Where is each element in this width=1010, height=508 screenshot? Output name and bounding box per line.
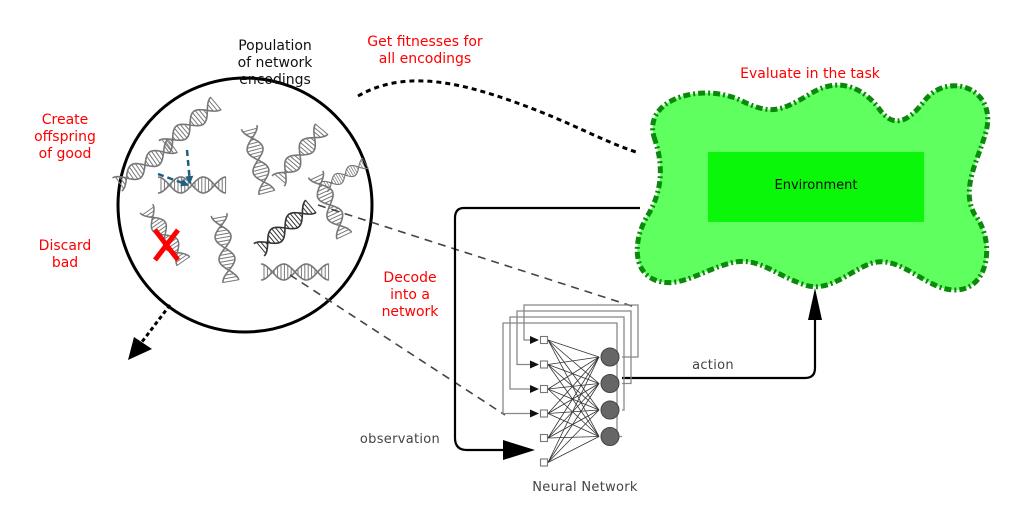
get-fitnesses-line: Get fitnesses for <box>355 34 495 51</box>
decode-label-line: into a <box>370 287 450 304</box>
weight-connection <box>548 365 599 411</box>
create-offspring-line: offspring <box>20 129 110 146</box>
weight-connection <box>548 414 599 437</box>
output-node <box>601 375 619 393</box>
input-node <box>541 435 548 442</box>
decode-line-top <box>318 205 638 308</box>
create-offspring-line: of good <box>20 146 110 163</box>
action-label: action <box>678 358 748 374</box>
recurrent-connection <box>524 305 638 357</box>
recurrent-arrowhead <box>530 385 539 393</box>
population-label-line: Population <box>205 38 345 55</box>
weight-connection <box>548 357 599 414</box>
weight-connection <box>548 384 599 463</box>
population-label-line: of network <box>205 55 345 72</box>
observation-arrowhead <box>503 440 535 460</box>
get-fitnesses-label: Get fitnesses for all encodings <box>355 34 495 68</box>
discard-label-line: bad <box>25 255 105 272</box>
weight-connection <box>548 410 599 438</box>
create-offspring-label: Create offspring of good <box>20 112 110 163</box>
weight-connection <box>548 410 599 463</box>
recurrent-arrowhead <box>530 361 539 369</box>
population-label: Population of network encodings <box>205 38 345 89</box>
discard-label: Discard bad <box>25 238 105 272</box>
weight-connection <box>548 357 599 365</box>
input-node <box>541 459 548 466</box>
output-node <box>601 401 619 419</box>
recurrent-arrowhead <box>530 336 539 344</box>
neural-network-label: Neural Network <box>520 480 650 496</box>
input-node <box>541 337 548 344</box>
evaluate-label: Evaluate in the task <box>735 66 885 83</box>
input-node <box>541 410 548 417</box>
weight-connection <box>548 437 599 463</box>
input-node <box>541 386 548 393</box>
population-circle <box>118 78 372 332</box>
fitness-connector <box>358 81 636 152</box>
output-node <box>601 428 619 446</box>
discard-label-line: Discard <box>25 238 105 255</box>
output-node <box>601 348 619 366</box>
decode-label-line: Decode <box>370 270 450 287</box>
weight-connection <box>548 365 599 384</box>
decode-label-line: network <box>370 304 450 321</box>
decode-label: Decode into a network <box>370 270 450 321</box>
get-fitnesses-line: all encodings <box>355 51 495 68</box>
input-node <box>541 361 548 368</box>
discard-arrowhead <box>128 337 152 360</box>
population-label-line: encodings <box>205 72 345 89</box>
neural-network-diagram <box>503 305 638 466</box>
observation-label: observation <box>345 432 455 448</box>
action-arrowhead <box>808 288 822 320</box>
recurrent-arrowhead <box>530 410 539 418</box>
create-offspring-line: Create <box>20 112 110 129</box>
environment-label: Environment <box>708 178 924 194</box>
